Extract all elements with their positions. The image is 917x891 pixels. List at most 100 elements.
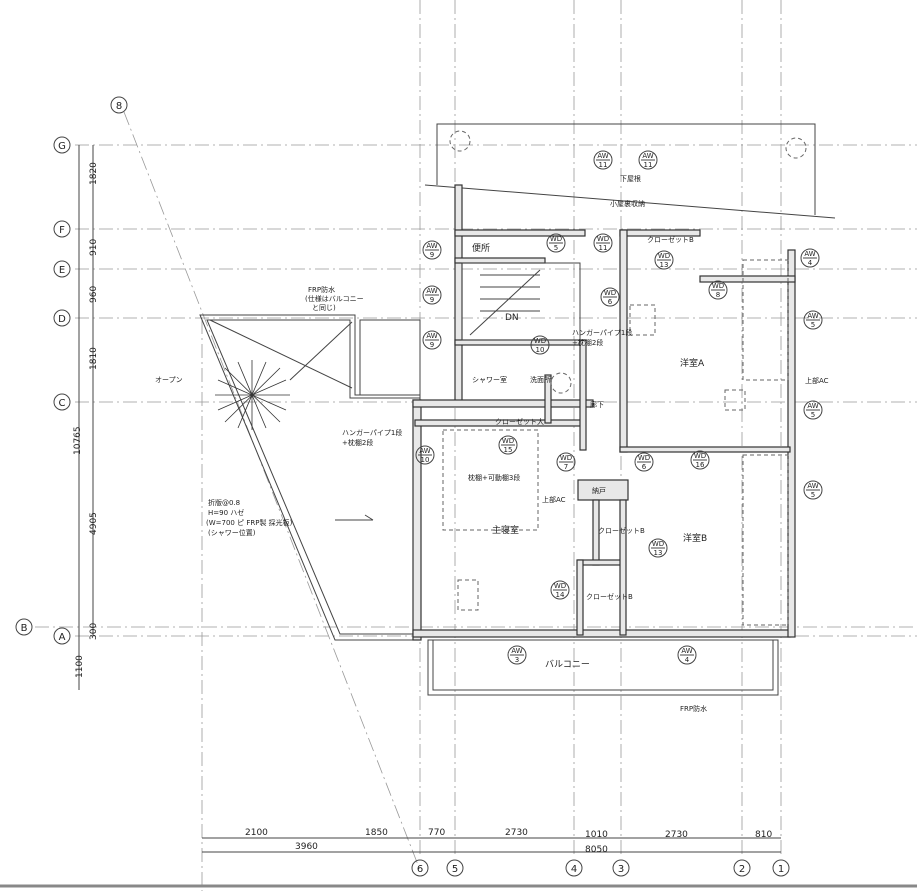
door-tag-number: 8 bbox=[716, 291, 720, 299]
door-tag-type: WD bbox=[694, 452, 706, 460]
door-tag-number: 13 bbox=[654, 549, 663, 557]
window-tag-number: 9 bbox=[430, 251, 434, 259]
note-hanger: ハンガーパイプ1段 bbox=[342, 429, 403, 437]
note-roof: 下屋根 bbox=[620, 175, 641, 183]
axis-label: 4 bbox=[571, 864, 577, 875]
window-tag-type: AW bbox=[681, 647, 692, 655]
window-tag-type: AW bbox=[807, 402, 818, 410]
door-tag-number: 7 bbox=[564, 463, 568, 471]
door-tag-number: 6 bbox=[642, 463, 647, 471]
door-tag-circle bbox=[556, 452, 576, 472]
window-tag-circle bbox=[422, 240, 442, 260]
dim-h-total: 3960 bbox=[295, 842, 318, 852]
window-tag-circle bbox=[803, 400, 823, 420]
window-tag-number: 11 bbox=[599, 161, 608, 169]
vertical-dimension: 1820 910 960 1810 4905 300 1100 10765 bbox=[73, 145, 99, 690]
horizontal-dimension: 2100 1850 770 2730 1010 2730 810 3960 80… bbox=[0, 828, 917, 888]
note-hanger: +枕棚2段 bbox=[572, 339, 604, 347]
dim-v: 960 bbox=[89, 286, 99, 303]
door-tag-circle bbox=[654, 250, 674, 270]
axis-label: 1 bbox=[778, 864, 784, 875]
dim-v-total: 10765 bbox=[73, 426, 83, 455]
dim-h: 810 bbox=[755, 830, 772, 840]
window-tag-type: AW bbox=[426, 242, 437, 250]
door-tag-circle bbox=[498, 435, 518, 455]
door-tag-circle bbox=[530, 335, 550, 355]
door-tag-type: WD bbox=[604, 289, 616, 297]
window-tag-type: AW bbox=[511, 647, 522, 655]
note-hanger: ハンガーパイプ1段 bbox=[572, 329, 633, 337]
room-closet-b-bottom: クローゼットB bbox=[586, 593, 633, 601]
door-tag-circle bbox=[600, 287, 620, 307]
tags: AW9AW9AW9AW11AW11AW4AW5AW5AW5AW10AW3AW4W… bbox=[415, 150, 823, 665]
room-closet-b-mid: クローゼットB bbox=[598, 527, 645, 535]
axis-label: B bbox=[21, 623, 28, 634]
window-tag-circle bbox=[803, 480, 823, 500]
door-tag-circle bbox=[708, 280, 728, 300]
row-axis-markers: G F E D C B A 8 bbox=[15, 96, 128, 645]
window-tag-type: AW bbox=[807, 482, 818, 490]
window-tag-circle bbox=[677, 645, 697, 665]
axis-label: 2 bbox=[739, 864, 745, 875]
window-tag-number: 9 bbox=[430, 296, 434, 304]
note-open: オープン bbox=[155, 376, 183, 384]
stairs-dn: DN bbox=[505, 313, 519, 323]
window-tag-circle bbox=[593, 150, 613, 170]
axis-label: C bbox=[59, 398, 66, 409]
note-ac: 上部AC bbox=[542, 496, 566, 504]
door-tag-circle bbox=[634, 452, 654, 472]
room-b: 洋室B bbox=[683, 534, 708, 544]
room-master-bedroom: 主寝室 bbox=[492, 526, 520, 536]
room-a: 洋室A bbox=[680, 359, 705, 369]
dim-v: 300 bbox=[89, 623, 99, 640]
door-tag-circle bbox=[546, 233, 566, 253]
dim-h: 2730 bbox=[505, 828, 528, 838]
door-tag-type: WD bbox=[658, 252, 670, 260]
note-folded-plate: (シャワー位置) bbox=[208, 529, 256, 537]
window-tag-number: 5 bbox=[811, 321, 815, 329]
room-washroom: 洗面所 bbox=[530, 376, 551, 384]
window-tag-type: AW bbox=[807, 312, 818, 320]
room-toilet: 便所 bbox=[472, 244, 491, 254]
note-frp-sub: (仕様はバルコニー bbox=[305, 295, 364, 303]
note-attic: 小屋裏収納 bbox=[610, 200, 645, 208]
door-tag-type: WD bbox=[502, 437, 514, 445]
room-closet-b-top: クローゼットB bbox=[647, 236, 694, 244]
door-tag-type: WD bbox=[597, 235, 609, 243]
door-tag-circle bbox=[648, 538, 668, 558]
window-tag-circle bbox=[507, 645, 527, 665]
window-tag-number: 5 bbox=[811, 491, 815, 499]
window-tag-circle bbox=[415, 445, 435, 465]
window-tag-circle bbox=[803, 310, 823, 330]
window-tag-number: 11 bbox=[644, 161, 653, 169]
dim-v: 910 bbox=[89, 239, 99, 256]
grid-lines bbox=[35, 0, 917, 891]
roof-outline bbox=[424, 123, 836, 219]
walls bbox=[412, 184, 796, 641]
dim-h: 2730 bbox=[665, 830, 688, 840]
window-tag-type: AW bbox=[804, 250, 815, 258]
door-tag-number: 14 bbox=[556, 591, 565, 599]
door-tag-number: 13 bbox=[660, 261, 669, 269]
axis-label: E bbox=[59, 265, 65, 276]
dim-h: 1010 bbox=[585, 830, 608, 840]
note-frp: FRP防水 bbox=[308, 286, 336, 294]
door-tag-number: 5 bbox=[554, 244, 558, 252]
axis-label: A bbox=[59, 632, 66, 643]
window-tag-circle bbox=[422, 330, 442, 350]
note-frp-balcony: FRP防水 bbox=[680, 705, 708, 713]
furniture-outlines bbox=[442, 259, 789, 626]
room-storage: 納戸 bbox=[592, 487, 606, 495]
door-tag-type: WD bbox=[652, 540, 664, 548]
axis-label: 3 bbox=[618, 864, 624, 875]
room-hallway: 廊下 bbox=[590, 401, 604, 409]
door-tag-number: 15 bbox=[504, 446, 513, 454]
axis-label: D bbox=[58, 314, 66, 325]
dim-h-total: 8050 bbox=[585, 845, 608, 855]
door-tag-number: 16 bbox=[696, 461, 705, 469]
note-hanger: +枕棚2段 bbox=[342, 439, 374, 447]
axis-label: 8 bbox=[116, 101, 122, 112]
stairs bbox=[461, 262, 581, 394]
note-folded-plate: (W=700 ピ FRP製 採光板) bbox=[206, 519, 293, 527]
